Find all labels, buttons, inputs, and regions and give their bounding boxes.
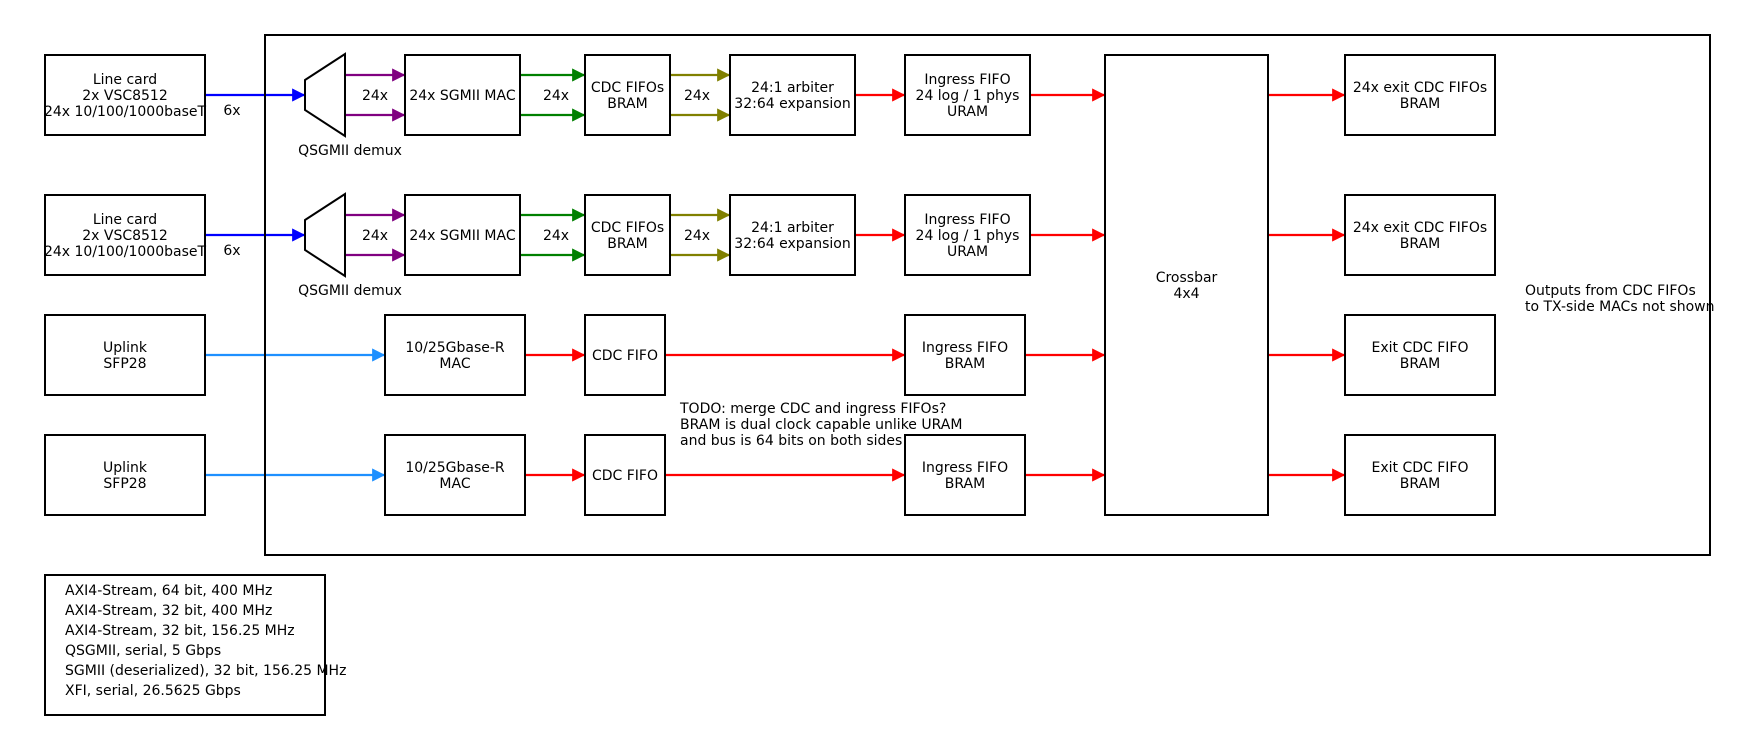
legend-item-4: SGMII (deserialized), 32 bit, 156.25 MHz <box>65 663 346 679</box>
row4-uplink-label-line-1: SFP28 <box>103 476 146 492</box>
row1-qsgmii-demux <box>304 52 346 138</box>
row3-uplink-label-line-1: SFP28 <box>103 356 146 372</box>
crossbar <box>1104 54 1269 516</box>
row2-demux-label: QSGMII demux <box>298 283 402 299</box>
crossbar-label-line-0: Crossbar <box>1156 270 1218 286</box>
row2-sgmii-mac-label: 24x SGMII MAC <box>409 228 515 244</box>
row2-cdc-fifos-label-line-0: CDC FIFOs <box>591 220 664 236</box>
row4-cdc-fifo <box>584 434 666 516</box>
row3-exit-single <box>1344 314 1496 396</box>
row3-ingress-bram <box>904 314 1026 396</box>
row2-sgmii-24x: 24x <box>362 228 388 244</box>
row1-line-card-label-line-1: 2x VSC8512 <box>82 88 168 104</box>
legend-item-2: AXI4-Stream, 32 bit, 156.25 MHz <box>65 623 295 639</box>
row3-mac-25g <box>384 314 526 396</box>
row3-uplink <box>44 314 206 396</box>
row3-cdc-fifo-label: CDC FIFO <box>592 348 658 364</box>
row1-cdc-fifos <box>584 54 671 136</box>
row1-6x-label: 6x <box>223 103 240 119</box>
legend <box>44 574 326 716</box>
row1-line-card-label-line-2: 24x 10/100/1000baseT <box>44 104 207 120</box>
row3-ingress-bram-label-line-1: BRAM <box>945 356 985 372</box>
row2-line-card-label-line-2: 24x 10/100/1000baseT <box>44 244 207 260</box>
row1-exit-24x <box>1344 54 1496 136</box>
legend-item-3: QSGMII, serial, 5 Gbps <box>65 643 221 659</box>
row2-line-card <box>44 194 206 276</box>
row2-exit-24x-label-line-0: 24x exit CDC FIFOs <box>1353 220 1487 236</box>
row1-cdc-fifos-label-line-0: CDC FIFOs <box>591 80 664 96</box>
legend-item-5: XFI, serial, 26.5625 Gbps <box>65 683 241 699</box>
blocks-layer <box>44 34 1711 716</box>
row3-ingress-bram-label-line-0: Ingress FIFO <box>922 340 1008 356</box>
row1-sgmii-24x: 24x <box>362 88 388 104</box>
row4-mac-25g-label-line-0: 10/25Gbase-R <box>405 460 505 476</box>
row1-sgmii-mac-label: 24x SGMII MAC <box>409 88 515 104</box>
row4-uplink-label-line-0: Uplink <box>103 460 148 476</box>
row1-demux-label: QSGMII demux <box>298 143 402 159</box>
todo-note-line-2: and bus is 64 bits on both sides <box>680 433 902 449</box>
row2-cdc-fifos <box>584 194 671 276</box>
outputs-note-line-0: Outputs from CDC FIFOs <box>1525 283 1696 299</box>
row4-ingress-bram-label-line-0: Ingress FIFO <box>922 460 1008 476</box>
crossbar-label-line-1: 4x4 <box>1173 286 1199 302</box>
row2-arbiter-label-line-1: 32:64 expansion <box>734 236 850 252</box>
row3-uplink-label-line-0: Uplink <box>103 340 148 356</box>
row2-line-card-label-line-1: 2x VSC8512 <box>82 228 168 244</box>
row3-exit-single-label-line-1: BRAM <box>1400 356 1440 372</box>
connections-layer <box>205 68 1346 482</box>
row4-ingress-bram-label-line-1: BRAM <box>945 476 985 492</box>
row1-cdc-fifos-label-line-1: BRAM <box>607 96 647 112</box>
row1-exit-24x-label-line-0: 24x exit CDC FIFOs <box>1353 80 1487 96</box>
row2-axi400-24x: 24x <box>684 228 710 244</box>
row4-mac-25g-label-line-1: MAC <box>439 476 470 492</box>
row3-cdc-fifo <box>584 314 666 396</box>
row1-line-card-label-line-0: Line card <box>93 72 157 88</box>
row1-axi400-24x: 24x <box>684 88 710 104</box>
row4-mac-25g <box>384 434 526 516</box>
row3-mac-25g-label-line-0: 10/25Gbase-R <box>405 340 505 356</box>
row2-ingress-uram-label-line-1: 24 log / 1 phys <box>916 228 1020 244</box>
row4-exit-single <box>1344 434 1496 516</box>
row1-arbiter-label-line-0: 24:1 arbiter <box>751 80 834 96</box>
row2-exit-24x-label-line-1: BRAM <box>1400 236 1440 252</box>
row1-exit-24x-label-line-1: BRAM <box>1400 96 1440 112</box>
outputs-note-line-1: to TX-side MACs not shown <box>1525 299 1715 315</box>
row4-cdc-fifo-label: CDC FIFO <box>592 468 658 484</box>
row2-exit-24x <box>1344 194 1496 276</box>
legend-item-1: AXI4-Stream, 32 bit, 400 MHz <box>65 603 272 619</box>
row2-ingress-uram-label-line-0: Ingress FIFO <box>924 212 1010 228</box>
row1-ingress-uram <box>904 54 1031 136</box>
row2-sgmii-mac <box>404 194 521 276</box>
row1-ingress-uram-label-line-0: Ingress FIFO <box>924 72 1010 88</box>
row1-sgmii-mac <box>404 54 521 136</box>
row4-exit-single-label-line-0: Exit CDC FIFO <box>1372 460 1469 476</box>
row4-exit-single-label-line-1: BRAM <box>1400 476 1440 492</box>
row1-ingress-uram-label-line-2: URAM <box>947 104 988 120</box>
row2-cdc-fifos-label-line-1: BRAM <box>607 236 647 252</box>
row4-ingress-bram <box>904 434 1026 516</box>
row1-arbiter <box>729 54 856 136</box>
row2-6x-label: 6x <box>223 243 240 259</box>
row2-qsgmii-demux <box>304 192 346 278</box>
row2-arbiter <box>729 194 856 276</box>
row2-ingress-uram <box>904 194 1031 276</box>
row3-exit-single-label-line-0: Exit CDC FIFO <box>1372 340 1469 356</box>
todo-note-line-1: BRAM is dual clock capable unlike URAM <box>680 417 962 433</box>
row1-ingress-uram-label-line-1: 24 log / 1 phys <box>916 88 1020 104</box>
row1-line-card <box>44 54 206 136</box>
row2-axi156-24x: 24x <box>543 228 569 244</box>
row2-ingress-uram-label-line-2: URAM <box>947 244 988 260</box>
fpga-boundary <box>264 34 1711 556</box>
row3-mac-25g-label-line-1: MAC <box>439 356 470 372</box>
row4-uplink <box>44 434 206 516</box>
legend-item-0: AXI4-Stream, 64 bit, 400 MHz <box>65 583 272 599</box>
row1-arbiter-label-line-1: 32:64 expansion <box>734 96 850 112</box>
row2-line-card-label-line-0: Line card <box>93 212 157 228</box>
row1-axi156-24x: 24x <box>543 88 569 104</box>
row2-arbiter-label-line-0: 24:1 arbiter <box>751 220 834 236</box>
todo-note-line-0: TODO: merge CDC and ingress FIFOs? <box>679 401 946 417</box>
